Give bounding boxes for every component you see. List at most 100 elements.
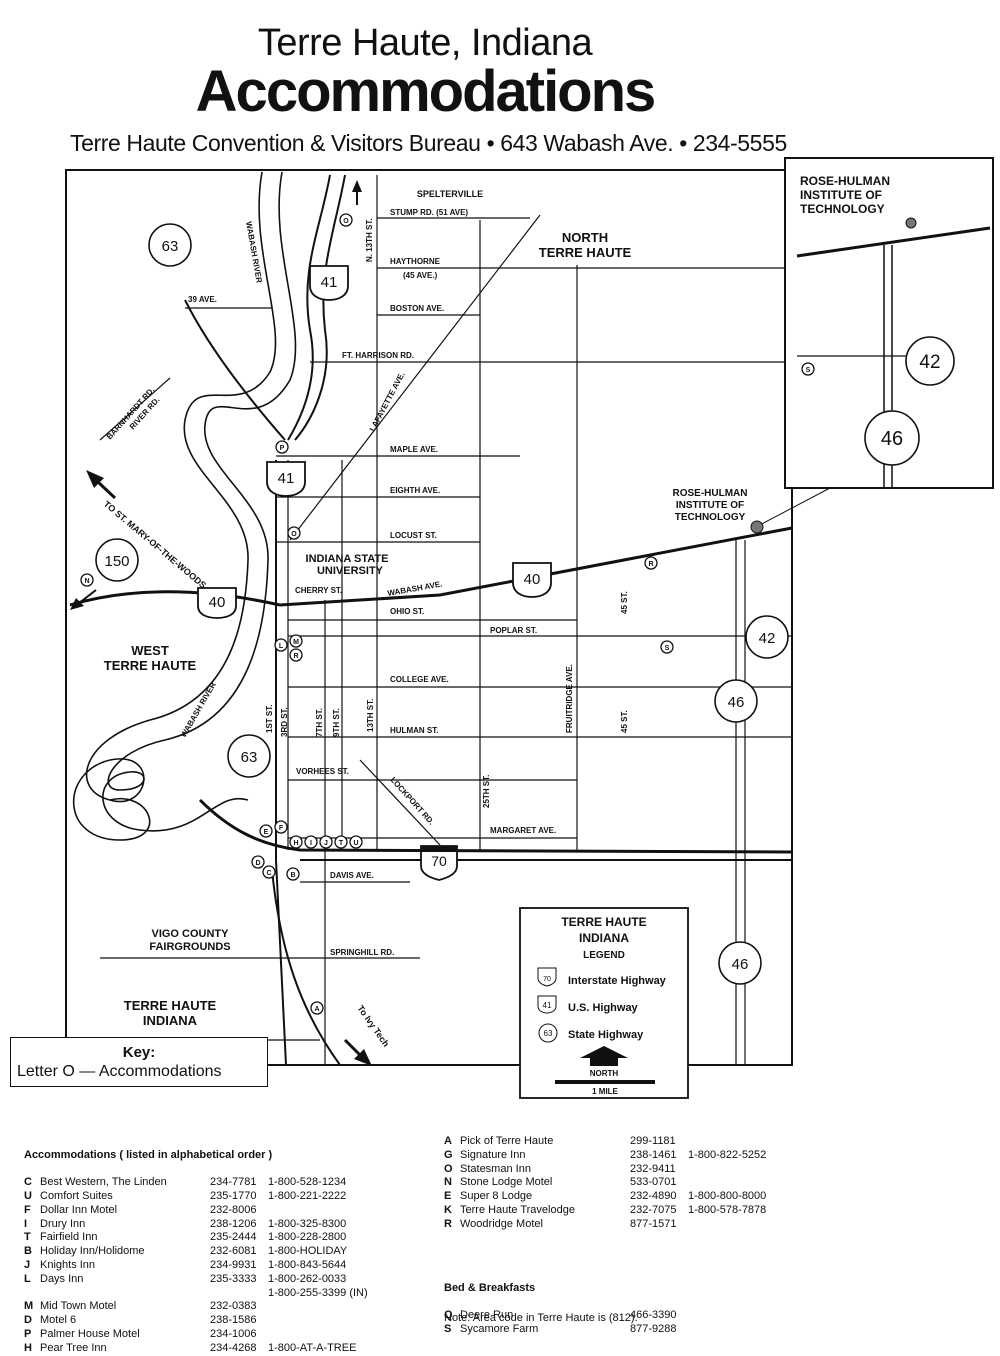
key-line: Letter O — Accommodations <box>17 1063 222 1080</box>
accommodations-list-left: Accommodations ( listed in alphabetical … <box>24 1121 368 1356</box>
marker-letter-m_s2: S <box>806 367 811 374</box>
listing-toll: 1-800-AT-A-TREE <box>268 1341 357 1354</box>
arrow-smw-shaft <box>96 480 117 500</box>
street-9th: 9TH ST. <box>332 708 341 737</box>
shield-46-south <box>718 941 762 985</box>
legend-interstate-num: 70 <box>543 976 551 983</box>
street-wabash-river-s: WABASH RIVER <box>179 680 218 739</box>
marker-letter-m_a: A <box>314 1006 319 1013</box>
label-th-1: TERRE HAUTE <box>124 998 217 1013</box>
street-ohio: OHIO ST. <box>390 607 424 616</box>
listing-name: Woodridge Motel <box>460 1217 543 1230</box>
listing-code: M <box>24 1300 34 1313</box>
shield-63-north-num: 63 <box>162 238 179 255</box>
street-hulman: HULMAN ST. <box>390 726 438 735</box>
listing-phone: 232-7075 <box>630 1203 677 1216</box>
label-th-2: INDIANA <box>143 1013 198 1028</box>
listing-name: Fairfield Inn <box>40 1231 98 1244</box>
shield-46-north <box>714 679 758 723</box>
street-13th: 13TH ST. <box>366 699 375 732</box>
marker-circle-m_n <box>80 573 94 587</box>
legend-state-num: 63 <box>544 1029 553 1038</box>
listing-code: T <box>24 1231 31 1244</box>
label-west-th-1: WEST <box>131 643 169 658</box>
listing-phone: 235-2444 <box>210 1231 257 1244</box>
listing-name: Deere Run <box>460 1309 514 1322</box>
marker-circle-m_t <box>334 835 348 849</box>
marker-circle-m_c <box>262 865 276 879</box>
street-stump: STUMP RD. (51 AVE) <box>390 208 468 217</box>
label-isu-1: INDIANA STATE <box>306 553 389 565</box>
marker-circle-m_l <box>274 638 288 652</box>
marker-circle-m_h <box>289 835 303 849</box>
state-shield-numbers: 63 63 150 42 46 46 42 46 <box>104 238 940 973</box>
shield-40-east <box>512 562 552 598</box>
inset-shield-42-num: 42 <box>919 352 940 373</box>
shield-41-north <box>309 265 349 301</box>
arrow-41-head <box>352 180 362 192</box>
legend-title-2: INDIANA <box>579 931 629 945</box>
marker-letter-m_l: L <box>279 643 284 650</box>
marker-letter-m_m: M <box>293 639 299 646</box>
arrow-w40-head <box>70 598 84 610</box>
listing-name: Sycamore Farm <box>460 1322 539 1335</box>
label-vigo-2: FAIRGROUNDS <box>149 941 230 953</box>
marker-letter-m_t: T <box>339 840 344 847</box>
marker-circle-m_d <box>251 855 265 869</box>
legend-state-icon <box>538 1023 558 1043</box>
listing-code: G <box>444 1148 453 1161</box>
inset-road-main <box>796 226 991 258</box>
street-45ave: (45 AVE.) <box>403 271 438 280</box>
label-rh-1: ROSE-HULMAN <box>673 488 748 499</box>
label-west-th-2: TERRE HAUTE <box>104 658 197 673</box>
shield-42 <box>745 615 789 659</box>
listing-code: A <box>444 1135 452 1147</box>
inset-shield-42 <box>905 336 955 386</box>
inset-shield-46 <box>864 410 920 466</box>
marker-letter-m_r: R <box>293 653 298 660</box>
label-spelterville: SPELTERVILLE <box>417 189 483 199</box>
marker-letter-m_h: H <box>293 840 298 847</box>
listing-toll: 1-800-578-7878 <box>688 1203 767 1216</box>
listing-toll: 1-800-262-0033 <box>268 1272 347 1285</box>
listing-phone: 232-4890 <box>630 1190 677 1203</box>
marker-letter-m_j: J <box>324 840 328 847</box>
listing-code: L <box>24 1272 31 1285</box>
marker-letter-m_f: F <box>279 825 284 832</box>
listing-name: Palmer House Motel <box>40 1327 140 1340</box>
marker-letter-m_s: S <box>665 645 670 652</box>
shield-150 <box>95 538 139 582</box>
label-vigo-1: VIGO COUNTY <box>151 928 229 940</box>
shield-63-south-num: 63 <box>241 749 258 766</box>
street-fruitridge: FRUITRIDGE AVE. <box>565 664 574 733</box>
marker-letter-m_c: C <box>266 870 271 877</box>
listing-phone: 234-1006 <box>210 1327 257 1340</box>
street-45st-a: 45 ST. <box>620 591 629 614</box>
listing-code: E <box>444 1190 452 1203</box>
listing-phone: 533-0701 <box>630 1176 677 1189</box>
marker-circle-m_o1 <box>339 213 353 227</box>
marker-letter-m_b: B <box>290 872 295 879</box>
arrow-ivy-head <box>354 1049 372 1066</box>
listing-code: K <box>444 1203 452 1216</box>
listing-code: S <box>444 1322 452 1335</box>
campus-dot <box>750 520 764 534</box>
listing-code: F <box>24 1203 31 1216</box>
shield-41-south-num: 41 <box>278 470 295 487</box>
listing-name: Drury Inn <box>40 1217 86 1230</box>
shield-42-num: 42 <box>759 630 776 647</box>
legend-us-icon <box>537 995 557 1014</box>
listing-phone: 234-7781 <box>210 1176 257 1189</box>
marker-letter-m_o1: O <box>343 218 349 225</box>
